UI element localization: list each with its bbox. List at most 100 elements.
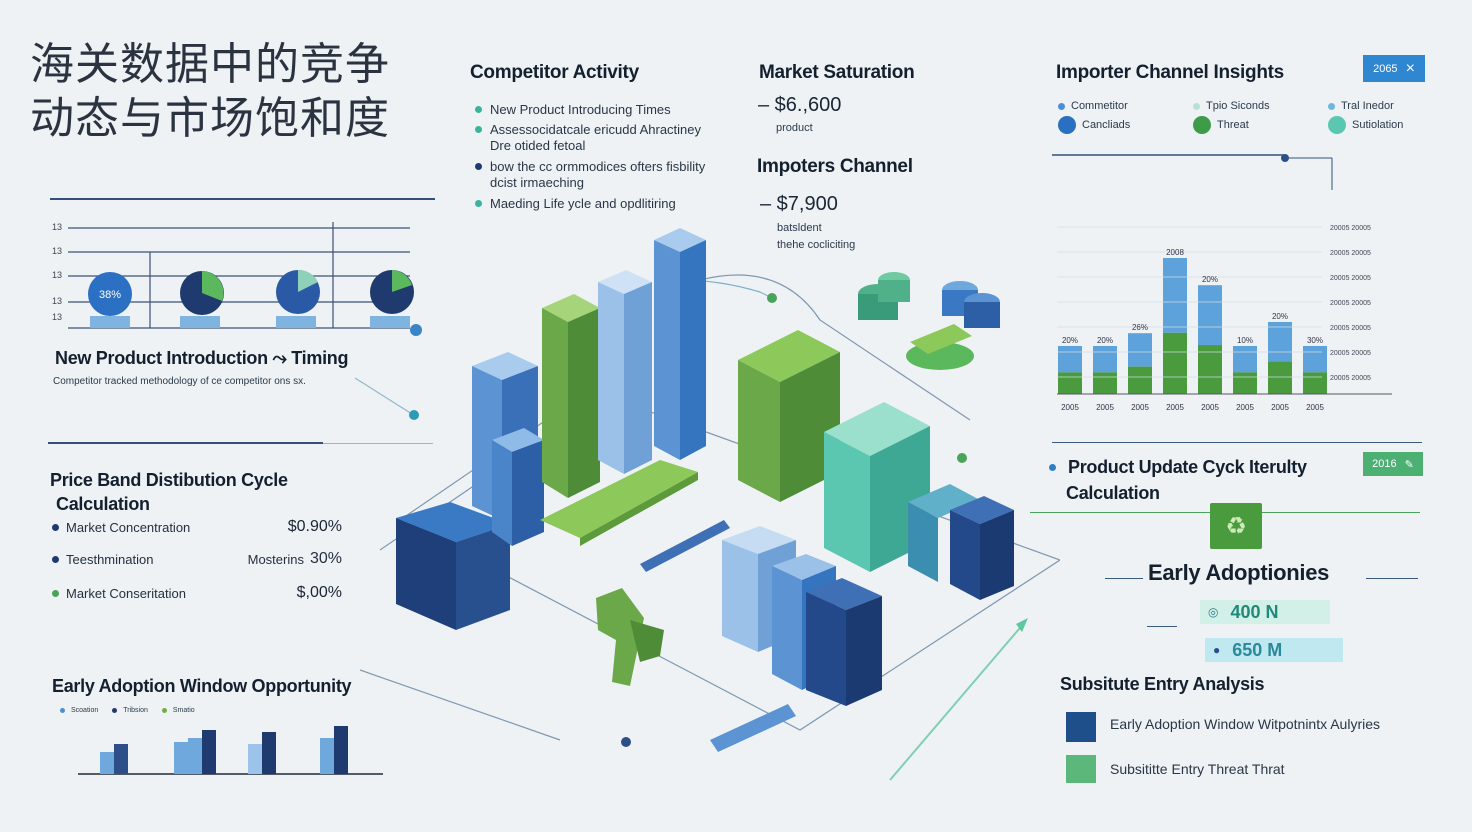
left-pie-chart-svg: 13 13 13 13 13 38% <box>52 222 422 336</box>
y-tick-label: 20005 20005 <box>1330 225 1371 232</box>
early-adoption-heading: Early Adoptionies <box>1148 560 1330 585</box>
pie-slice <box>298 269 318 292</box>
bullet-text: New Product Introducing Times <box>490 102 671 117</box>
legend-label: Tral Inedor <box>1341 100 1394 112</box>
legend-swatch <box>161 708 167 713</box>
bullet-dot <box>475 200 482 207</box>
y-tick: 13 <box>52 222 62 232</box>
new-product-heading: New Product Introduction ⤳ Timing <box>55 348 349 368</box>
legend-swatch <box>1193 116 1211 134</box>
importer-insights-heading: Importer Channel Insights <box>1056 62 1284 83</box>
block-lightblue-tall <box>598 270 652 474</box>
block-navy-left <box>396 502 510 630</box>
competitor-bullets: New Product Introducing Times Assessocid… <box>475 102 725 216</box>
pie-base <box>276 316 316 328</box>
arrow-line <box>889 621 1026 781</box>
pie-slice <box>392 270 412 292</box>
bar-segment <box>1128 366 1152 394</box>
substitute-item-label: Early Adoption Window Witpotnintx Aulyri… <box>1110 716 1381 732</box>
pie-chart-1 <box>88 272 132 316</box>
early-adoption-value2: ● 650 M <box>1205 638 1343 662</box>
bar-segment <box>1198 285 1222 346</box>
early-adoption-value1: ◎ 400 N <box>1200 600 1330 624</box>
legend-label: Tribsion <box>123 707 148 714</box>
y-tick-label: 20005 20005 <box>1330 250 1371 257</box>
divider <box>1105 578 1143 579</box>
green-figure-icon <box>596 588 664 686</box>
close-icon[interactable]: × <box>1405 59 1415 77</box>
page-title-line2: 动态与市场饱和度 <box>30 93 390 144</box>
legend-item: Threat <box>1193 116 1328 134</box>
price-row: Market Concentration $0.90% <box>52 518 342 536</box>
divider <box>1147 626 1177 627</box>
price-row-value: $0.90% <box>287 518 342 535</box>
y-tick-label: 20005 20005 <box>1330 275 1371 282</box>
x-tick-label: 2005 <box>1061 403 1079 412</box>
legend-swatch <box>1058 102 1065 110</box>
price-band-heading-line1: Price Band Distibution Cycle <box>50 470 288 490</box>
importer-bar-chart: 20005 20005 20005 20005 20005 20005 20005 2… <box>1052 154 1392 412</box>
connector-dot <box>767 293 777 303</box>
bar-top-label: 20% <box>1062 336 1078 345</box>
block-blue-tall <box>472 352 544 546</box>
legend-item: Tpio Siconds <box>1193 96 1328 116</box>
legend-item: Tral Inedor <box>1328 96 1394 116</box>
bar <box>188 738 202 774</box>
bar <box>248 744 262 774</box>
bar-segment <box>1233 346 1257 373</box>
importers-channel-sub1: batsldent <box>777 222 822 234</box>
legend-item: Sutiolation <box>1328 116 1403 134</box>
bar-segment <box>1163 332 1187 394</box>
competitor-bullet: Assessocidatcale ericudd Ahractiney Dre … <box>475 122 725 154</box>
bar-segment <box>1198 345 1222 394</box>
connector-dot <box>410 324 422 336</box>
bar <box>202 730 216 774</box>
bullet-dot <box>52 555 59 563</box>
legend-label: Scoation <box>71 707 99 714</box>
bullet-dot <box>52 523 59 531</box>
legend-label: Sutiolation <box>1352 119 1404 131</box>
legend-swatch <box>112 708 118 713</box>
legend-item: Commetitor <box>1058 96 1193 116</box>
x-tick-label: 2005 <box>1096 403 1114 412</box>
connector-dot <box>621 737 631 747</box>
marker-icon: ● <box>1213 643 1221 657</box>
x-tick-label: 2005 <box>1236 403 1254 412</box>
bullet-dot <box>52 589 59 597</box>
legend-item: Tribsion <box>112 707 148 714</box>
year-filter-button[interactable]: 2065 × <box>1363 55 1425 82</box>
bullet-text: bow the cc ormmodices ofters fisbility d… <box>490 159 706 190</box>
substitute-item-label: Subsititte Entry Threat Thrat <box>1110 761 1285 777</box>
blue-slab <box>710 704 796 752</box>
competitor-bullet: bow the cc ormmodices ofters fisbility d… <box>475 159 725 191</box>
bar-segment <box>1058 346 1082 373</box>
green-slab-edge <box>580 472 698 546</box>
bar-segment <box>1128 333 1152 367</box>
edit-year-button[interactable]: 2016 ✎ <box>1363 452 1423 476</box>
x-tick-label: 2005 <box>1271 403 1289 412</box>
y-tick-label: 20005 20005 <box>1330 350 1371 357</box>
bar <box>100 752 114 774</box>
bullet-text: Maeding Life ycle and opdlitiring <box>490 196 676 211</box>
block-blue-bottom <box>722 526 882 706</box>
price-row: Teesthmination Mosterins 30% <box>52 550 342 568</box>
value-text: 400 N <box>1230 601 1279 622</box>
bar-segment <box>1163 258 1187 333</box>
price-row-label: Market Conseritation <box>66 585 186 601</box>
price-row-label: Teesthmination <box>66 551 154 567</box>
divider <box>48 442 323 444</box>
divider <box>50 198 435 200</box>
saturation-sub: product <box>776 122 813 134</box>
competitor-heading: Competitor Activity <box>470 62 639 83</box>
bar-top-label: 2008 <box>1166 248 1184 257</box>
page-title: 海关数据中的竞争 动态与市场饱和度 <box>30 38 430 146</box>
price-row-label: Market Concentration <box>66 519 191 535</box>
x-tick-label: 2005 <box>1131 403 1149 412</box>
bar-segment <box>1233 372 1257 394</box>
pencil-icon[interactable]: ✎ <box>1404 458 1414 471</box>
importers-channel-value: – $7,900 <box>760 193 838 215</box>
bar <box>334 726 348 774</box>
importers-channel-heading: Impoters Channel <box>757 156 913 177</box>
saturation-heading: Market Saturation <box>759 62 915 83</box>
